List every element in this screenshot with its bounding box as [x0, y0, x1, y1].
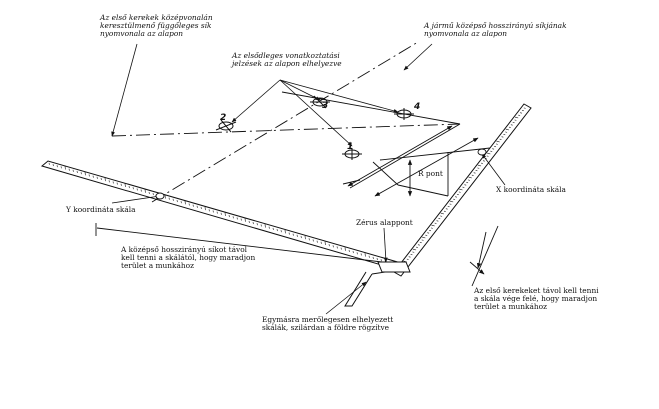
x-scale-tick [449, 200, 454, 203]
x-scale-tick [416, 246, 419, 248]
x-scale-tick [431, 224, 435, 227]
x-scale-tick [520, 112, 523, 114]
x-scale-tick [494, 145, 497, 148]
x-scale-tick [496, 140, 500, 143]
x-scale-tick [419, 241, 422, 244]
x-scale-tick [421, 239, 424, 241]
x-scale-tick [412, 248, 417, 251]
marker-label-1: 1 [347, 142, 354, 152]
x-scale-tick [447, 205, 450, 208]
x-scale-tick [499, 138, 502, 140]
x-scale-tick [434, 222, 437, 224]
x-scale-tick [443, 210, 446, 212]
zero-base-label: Zérus alappont [356, 218, 413, 227]
vehicle-center-plane-label: A jármű középső hosszirányú síkjának nyo… [424, 21, 567, 39]
x-scale-tick [495, 143, 498, 145]
front-wheels-distance-label: Az első kerekeket távol kell tenni a ská… [474, 286, 599, 312]
x-scale-tick [521, 109, 524, 112]
x-scale-label: X koordináta skála [496, 185, 566, 194]
x-scale-tick [440, 212, 445, 215]
x-scale-tick [455, 196, 458, 198]
x-scale-tick [503, 133, 506, 136]
x-scale-tick [508, 126, 511, 128]
x-scale-tick [427, 232, 430, 234]
marker-label-2: 2 [220, 113, 227, 123]
perpendicular-scales-label: Egymásra merőlegesen elhelyezett skálák,… [262, 315, 394, 333]
y-scale-label: Y koordináta skála [66, 205, 136, 214]
reference-mark-4 [394, 108, 414, 120]
reference-mark-2 [215, 119, 237, 133]
x-scale-tick [514, 116, 519, 119]
x-scale-tick [438, 217, 441, 220]
primary-marks-label: Az elsődleges vonatkoztatási jelzések az… [232, 51, 342, 69]
reference-mark-3 [310, 95, 330, 109]
x-scale-tick [490, 150, 493, 152]
x-scale-tick [510, 124, 513, 126]
x-scale-tick [523, 107, 526, 109]
x-scale-tick [449, 203, 452, 205]
x-scale-tick [512, 121, 515, 124]
x-scale-tick [453, 198, 456, 200]
reference-mark-1 [342, 148, 362, 160]
x-scale-tick [422, 236, 426, 239]
marker-label-3: 3 [322, 101, 329, 111]
zero-base-plate [377, 261, 411, 273]
x-scale-tick [436, 220, 439, 222]
x-scale-tick [430, 227, 433, 229]
vehicle-center-plane-trace [151, 41, 419, 203]
x-scale-tick [486, 155, 489, 157]
x-scale-tick [412, 251, 415, 253]
x-scale-tick [501, 136, 504, 138]
x-scale-tick [406, 258, 409, 260]
x-scale-tick [487, 152, 491, 155]
x-scale-tick [408, 256, 411, 258]
fixing-bracket [344, 271, 386, 307]
x-scale-tick [492, 148, 495, 150]
center-plane-distance-label: A középső hosszirányú síkot távol kell t… [121, 245, 256, 271]
x-scale-tick [445, 208, 448, 210]
x-scale-tick [518, 114, 521, 116]
x-scale-tick [514, 119, 517, 121]
x-scale-tick [417, 244, 420, 246]
leader-lines [111, 43, 506, 315]
x-scale-tick [440, 215, 443, 217]
marker-label-4: 4 [414, 102, 421, 112]
front-wheels-plane-trace [111, 123, 461, 137]
scale-pointers [155, 148, 487, 200]
x-scale-tick [505, 131, 508, 133]
r-point-label: R pont [418, 169, 443, 178]
dimension-lines [281, 91, 491, 197]
x-scale-tick [481, 162, 484, 164]
x-scale-tick [429, 229, 432, 232]
x-scale-tick [410, 253, 413, 256]
x-scale-tick [425, 234, 428, 236]
x-scale-tick [505, 128, 510, 131]
dimension-arrows [95, 125, 499, 287]
x-scale-tick [482, 160, 485, 162]
front-wheels-plane-label: Az első kerekek középvonalán keresztülme… [100, 13, 213, 39]
